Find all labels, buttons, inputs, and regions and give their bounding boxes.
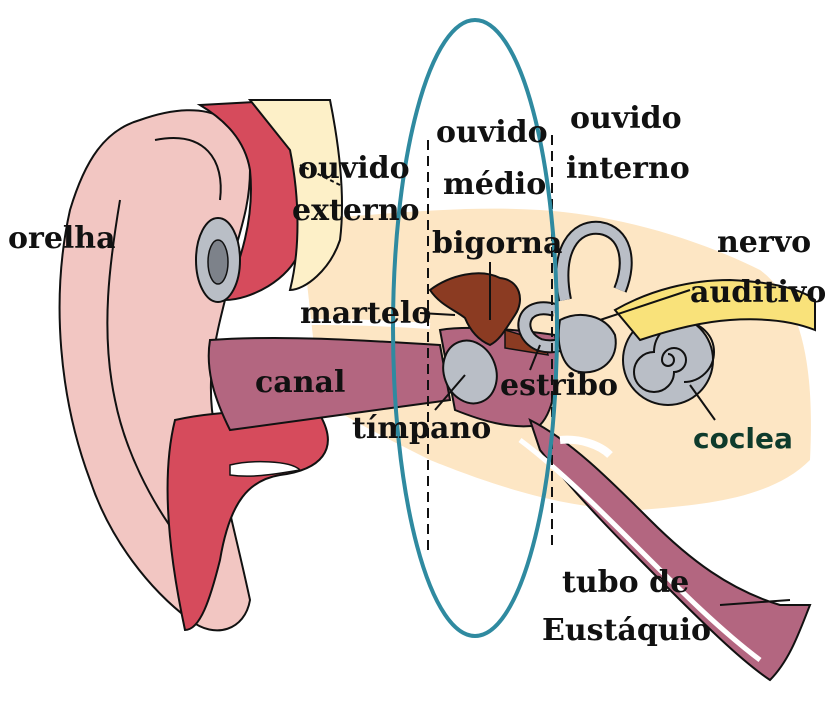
label-tubo-line2: Eustáquio bbox=[542, 613, 711, 648]
temporal-bone-gray-inner bbox=[208, 240, 228, 284]
label-ouvido-interno-line2: interno bbox=[566, 151, 690, 186]
label-estribo: estribo bbox=[500, 368, 618, 403]
label-canal: canal bbox=[255, 365, 345, 400]
label-ouvido-medio-line1: ouvido bbox=[436, 115, 548, 150]
label-bigorna: bigorna bbox=[432, 226, 562, 261]
label-ouvido-interno-line1: ouvido bbox=[570, 101, 682, 136]
vestibule bbox=[559, 315, 616, 372]
label-ouvido-externo-line1: ouvido bbox=[298, 151, 410, 186]
label-nervo-line2: auditivo bbox=[690, 275, 825, 310]
label-nervo-line1: nervo bbox=[717, 225, 811, 260]
label-tubo-line1: tubo de bbox=[562, 565, 689, 600]
label-orelha: orelha bbox=[8, 221, 116, 256]
label-ouvido-medio-line2: médio bbox=[443, 167, 546, 202]
label-coclea: coclea bbox=[693, 422, 793, 455]
label-timpano: tímpano bbox=[352, 411, 491, 446]
label-martelo: martelo bbox=[300, 296, 431, 331]
label-ouvido-externo-line2: externo bbox=[292, 193, 420, 228]
